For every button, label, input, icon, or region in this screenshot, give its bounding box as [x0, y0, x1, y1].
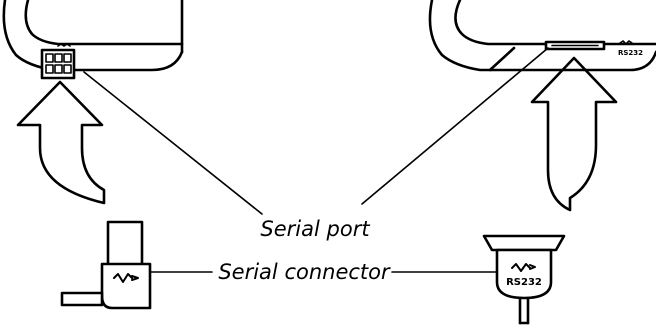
- leader-lines: [83, 47, 549, 273]
- rs232-plug-text: RS232: [506, 277, 542, 288]
- rs232-device-text: RS232: [618, 49, 643, 57]
- port-pins: [45, 53, 72, 74]
- left-device: [2, 0, 184, 72]
- serial-connector-label: Serial connector: [218, 260, 391, 284]
- left-insert-arrow: [16, 80, 106, 205]
- plug-serial-symbol-icon: [511, 263, 536, 272]
- right-insert-arrow: [530, 56, 618, 212]
- left-serial-port: [40, 48, 76, 80]
- left-serial-connector: [60, 220, 152, 310]
- serial-port-label: Serial port: [260, 217, 370, 241]
- right-serial-connector: RS232: [482, 234, 566, 325]
- connector-serial-symbol-icon: [113, 273, 139, 283]
- right-port-marking: RS232: [618, 40, 643, 57]
- right-serial-port: [544, 40, 606, 51]
- serial-symbol-icon: [57, 43, 71, 47]
- right-device: [428, 0, 656, 72]
